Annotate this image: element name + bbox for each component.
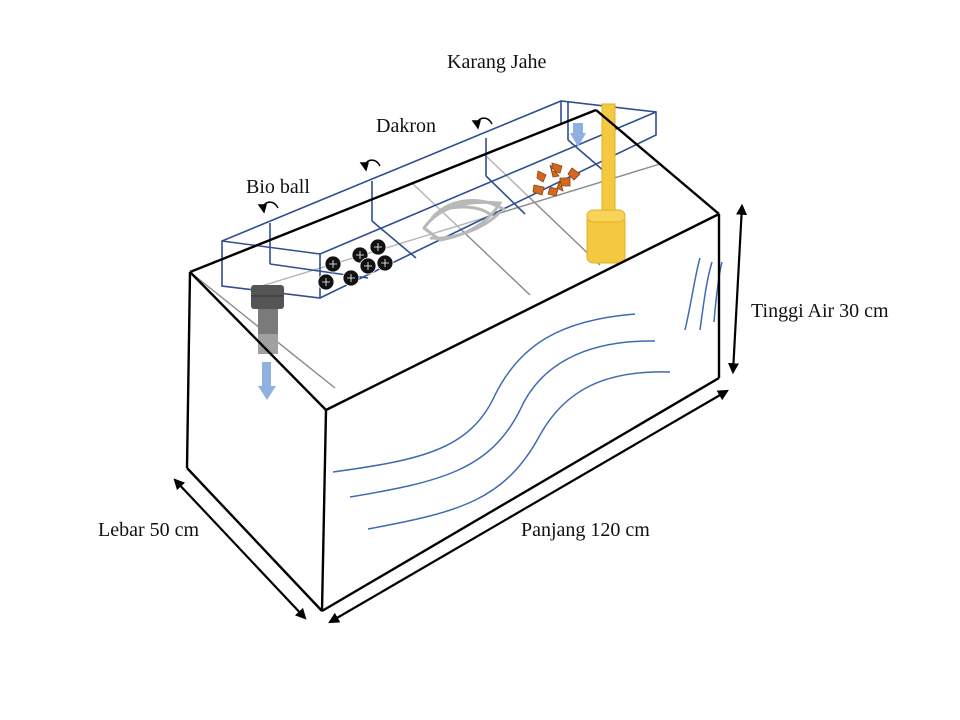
label-tinggi-air: Tinggi Air 30 cm xyxy=(751,300,889,322)
outlet-flow-arrow xyxy=(258,362,276,400)
outlet-pipe xyxy=(251,285,284,354)
bio-balls xyxy=(317,238,394,291)
water-waves xyxy=(332,257,723,530)
water-pump xyxy=(586,103,626,264)
length-arrow xyxy=(328,389,729,624)
label-panjang: Panjang 120 cm xyxy=(521,519,650,541)
inlet-flow-arrow xyxy=(570,123,586,147)
label-dakron: Dakron xyxy=(376,115,436,137)
dakron-wool xyxy=(421,199,506,242)
label-bio-ball: Bio ball xyxy=(246,176,310,198)
height-arrow xyxy=(727,203,748,375)
dimension-arrows xyxy=(173,203,748,624)
filter-box xyxy=(221,100,657,299)
label-karang-jahe: Karang Jahe xyxy=(447,51,547,73)
circulation-arrows xyxy=(257,117,493,214)
label-lebar: Lebar 50 cm xyxy=(98,519,200,541)
karang-jahe-pieces xyxy=(532,162,581,197)
width-arrow xyxy=(173,478,307,620)
